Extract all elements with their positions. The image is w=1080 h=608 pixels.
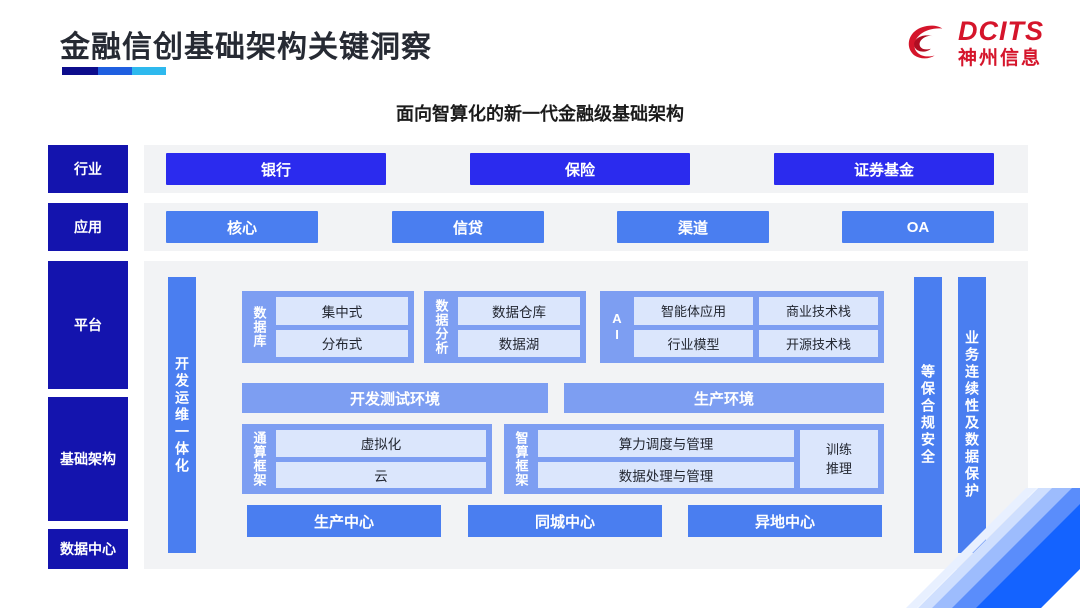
title-accent-rule bbox=[62, 67, 166, 75]
group-body-general-compute: 虚拟化 云 bbox=[276, 430, 486, 488]
cell-data-warehouse[interactable]: 数据仓库 bbox=[458, 297, 580, 325]
cell-compute-scheduling[interactable]: 算力调度与管理 bbox=[538, 430, 794, 457]
industry-chip-insurance[interactable]: 保险 bbox=[470, 153, 690, 185]
group-body-database: 集中式 分布式 bbox=[276, 297, 408, 357]
page-title: 金融信创基础架构关键洞察 bbox=[60, 31, 432, 64]
group-label-intelligent-compute: 智算框架 bbox=[513, 431, 529, 487]
group-row: 数据湖 bbox=[458, 329, 580, 357]
slide-header: 金融信创基础架构关键洞察 DCITS 神州信息 bbox=[0, 0, 1080, 92]
cell-cloud[interactable]: 云 bbox=[276, 461, 486, 488]
group-row: 智能体应用 商业技术栈 bbox=[634, 297, 878, 325]
brand-name-en: DCITS bbox=[958, 16, 1044, 46]
group-row: 数据处理与管理 bbox=[538, 461, 794, 488]
rail-security[interactable]: 等保合规安全 bbox=[914, 277, 942, 553]
group-label-database: 数据库 bbox=[251, 306, 267, 348]
inference-label: 推理 bbox=[825, 461, 852, 476]
sidebar-item-industry[interactable]: 行业 bbox=[48, 145, 128, 193]
group-body-ai: 智能体应用 商业技术栈 行业模型 开源技术栈 bbox=[634, 297, 878, 357]
datacenter-chip-metro[interactable]: 同城中心 bbox=[468, 505, 662, 537]
group-label-ai: AI bbox=[609, 311, 625, 343]
brand-logo-text: DCITS 神州信息 bbox=[958, 16, 1044, 69]
cell-commercial-stack[interactable]: 商业技术栈 bbox=[759, 297, 878, 325]
cell-data-lake[interactable]: 数据湖 bbox=[458, 329, 580, 357]
cell-data-processing[interactable]: 数据处理与管理 bbox=[538, 461, 794, 488]
group-label-general-compute: 通算框架 bbox=[251, 431, 267, 487]
group-row: 云 bbox=[276, 461, 486, 488]
cell-industry-model[interactable]: 行业模型 bbox=[634, 329, 753, 357]
sidebar-item-datacenter[interactable]: 数据中心 bbox=[48, 529, 128, 569]
group-row: 分布式 bbox=[276, 329, 408, 357]
training-label: 训练 bbox=[825, 441, 852, 457]
group-row: 行业模型 开源技术栈 bbox=[634, 329, 878, 357]
group-ai[interactable]: AI 智能体应用 商业技术栈 行业模型 开源技术栈 bbox=[600, 291, 884, 363]
accent-segment-navy bbox=[62, 67, 98, 75]
industry-chip-bank[interactable]: 银行 bbox=[166, 153, 386, 185]
cell-centralized[interactable]: 集中式 bbox=[276, 297, 408, 325]
group-database[interactable]: 数据库 集中式 分布式 bbox=[242, 291, 414, 363]
group-row: 数据仓库 bbox=[458, 297, 580, 325]
group-body-intelligent-compute: 算力调度与管理 数据处理与管理 bbox=[538, 430, 794, 488]
application-chip-channel[interactable]: 渠道 bbox=[617, 211, 769, 243]
group-body-data-analytics: 数据仓库 数据湖 bbox=[458, 297, 580, 357]
cell-agent-application[interactable]: 智能体应用 bbox=[634, 297, 753, 325]
datacenter-chip-remote[interactable]: 异地中心 bbox=[688, 505, 882, 537]
industry-chip-securities[interactable]: 证券基金 bbox=[774, 153, 994, 185]
sidebar-item-application[interactable]: 应用 bbox=[48, 203, 128, 251]
application-chip-oa[interactable]: OA bbox=[842, 211, 994, 243]
brand-name-cn: 神州信息 bbox=[958, 48, 1043, 69]
accent-segment-blue bbox=[98, 67, 132, 75]
cell-training-inference[interactable]: 训练 推理 bbox=[800, 430, 878, 488]
diagram-subtitle: 面向智算化的新一代金融级基础架构 bbox=[396, 104, 684, 124]
sidebar-item-infrastructure[interactable]: 基础架构 bbox=[48, 397, 128, 521]
application-chip-core[interactable]: 核心 bbox=[166, 211, 318, 243]
group-row: 集中式 bbox=[276, 297, 408, 325]
datacenter-chip-production[interactable]: 生产中心 bbox=[247, 505, 441, 537]
group-general-compute-framework[interactable]: 通算框架 虚拟化 云 bbox=[242, 424, 492, 494]
group-row: 虚拟化 bbox=[276, 430, 486, 457]
cell-distributed[interactable]: 分布式 bbox=[276, 329, 408, 357]
swirl-icon bbox=[904, 20, 950, 66]
group-row: 算力调度与管理 bbox=[538, 430, 794, 457]
rail-continuity[interactable]: 业务连续性及数据保护 bbox=[958, 277, 986, 553]
group-data-analytics[interactable]: 数据分析 数据仓库 数据湖 bbox=[424, 291, 586, 363]
application-chip-credit[interactable]: 信贷 bbox=[392, 211, 544, 243]
brand-logo: DCITS 神州信息 bbox=[904, 18, 1044, 68]
accent-segment-cyan bbox=[132, 67, 166, 75]
sidebar-item-platform[interactable]: 平台 bbox=[48, 261, 128, 389]
cell-virtualization[interactable]: 虚拟化 bbox=[276, 430, 486, 457]
rail-devops[interactable]: 开发运维一体化 bbox=[168, 277, 196, 553]
environment-bar-production[interactable]: 生产环境 bbox=[564, 383, 884, 413]
cell-opensource-stack[interactable]: 开源技术栈 bbox=[759, 329, 878, 357]
group-label-data-analytics: 数据分析 bbox=[433, 299, 449, 355]
group-intelligent-compute-framework[interactable]: 智算框架 算力调度与管理 数据处理与管理 训练 推理 bbox=[504, 424, 884, 494]
environment-bar-dev-test[interactable]: 开发测试环境 bbox=[242, 383, 548, 413]
